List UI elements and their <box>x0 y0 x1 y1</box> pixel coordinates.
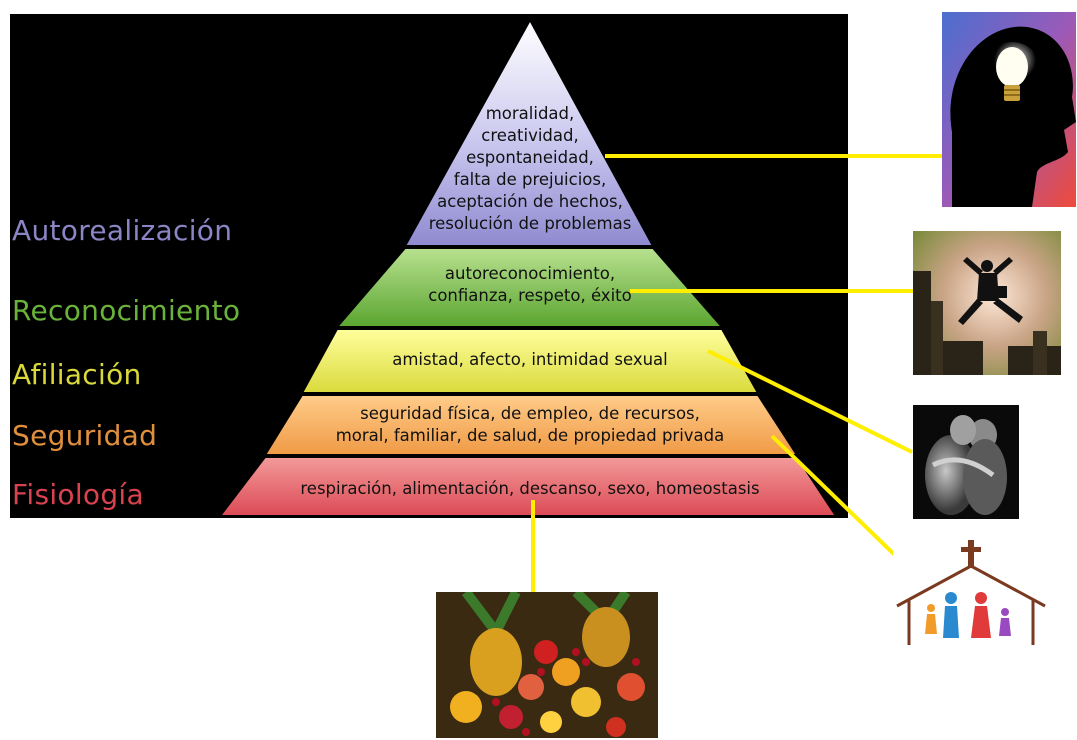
tier-afiliacion <box>300 328 760 394</box>
text-line: moralidad, <box>485 104 575 123</box>
embracing-couple-image <box>913 405 1019 519</box>
label-afiliacion: Afiliación <box>12 358 142 391</box>
connector-line-seguridad <box>770 434 902 562</box>
label-autorealizacion: Autorealización <box>12 214 233 247</box>
text-seguridad: seguridad física, de empleo, de recursos… <box>290 403 770 447</box>
text-line: creatividad, <box>481 126 579 145</box>
text-line: resolución de problemas <box>428 214 632 233</box>
text-line: aceptación de hechos, <box>437 192 623 211</box>
text-afiliacion: amistad, afecto, intimidad sexual <box>340 349 720 371</box>
text-reconocimiento: autoreconocimiento, confianza, respeto, … <box>380 263 680 307</box>
tier-seguridad <box>263 394 799 456</box>
text-line: seguridad física, de empleo, de recursos… <box>360 404 700 423</box>
text-line: espontaneidad, <box>466 148 594 167</box>
jumping-businessman-image <box>913 231 1061 375</box>
label-reconocimiento: Reconocimiento <box>12 294 241 327</box>
tier-fisiologia <box>217 456 838 517</box>
text-line: moral, familiar, de salud, de propiedad … <box>335 426 725 445</box>
fruit-assortment-image <box>436 592 658 738</box>
label-seguridad: Seguridad <box>12 419 158 452</box>
text-line: autoreconocimiento, <box>444 264 616 283</box>
text-line: falta de prejuicios, <box>453 170 607 189</box>
text-line: amistad, afecto, intimidad sexual <box>392 350 668 369</box>
text-line: confianza, respeto, éxito <box>428 286 632 305</box>
tier-autorealizacion <box>403 17 655 247</box>
text-line: respiración, alimentación, descanso, sex… <box>300 479 760 498</box>
connector-line-afiliacion <box>707 349 913 454</box>
lightbulb-head-image <box>942 12 1076 207</box>
tier-reconocimiento <box>334 247 725 328</box>
text-fisiologia: respiración, alimentación, descanso, sex… <box>240 478 820 500</box>
text-autorealizacion: moralidad, creatividad, espontaneidad, f… <box>405 103 655 235</box>
family-house-cross-image <box>893 538 1049 645</box>
label-fisiologia: Fisiología <box>12 478 144 511</box>
